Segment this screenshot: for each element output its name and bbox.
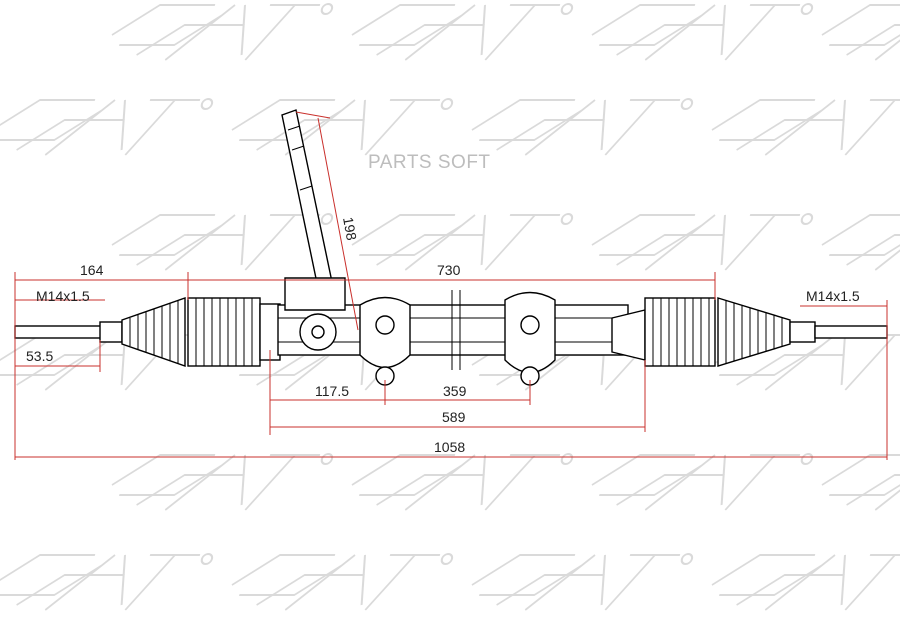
- dim-117-5-label: 117.5: [315, 383, 349, 399]
- dim-730-label: 730: [437, 262, 461, 278]
- mount-bracket-left: [359, 296, 411, 386]
- dimension-labels: 164 730 198 M14x1.5 M14x1.5 53.5 117.5 3…: [26, 216, 860, 455]
- dim-53-5-label: 53.5: [26, 348, 53, 364]
- right-outer-boot: [717, 297, 791, 367]
- brand-watermark: PARTS SOFT: [368, 152, 491, 173]
- input-shaft: [281, 109, 346, 351]
- right-end-cover: [611, 309, 646, 361]
- dim-359-label: 359: [443, 383, 467, 399]
- right-inner-boot: [644, 297, 716, 367]
- dim-198-label: 198: [340, 216, 360, 242]
- dim-589-label: 589: [442, 409, 466, 425]
- left-outer-boot: [121, 297, 186, 367]
- dimension-lines: [14, 111, 888, 460]
- steering-rack: [14, 109, 888, 386]
- left-tie-rod: [14, 325, 106, 339]
- left-inner-joint: [99, 321, 123, 343]
- dim-164-label: 164: [80, 262, 104, 278]
- left-inner-boot: [187, 297, 261, 367]
- thread-left-label: M14x1.5: [36, 288, 90, 304]
- right-tie-rod: [814, 325, 888, 339]
- dim-1058-label: 1058: [434, 439, 465, 455]
- thread-right-label: M14x1.5: [806, 288, 860, 304]
- right-inner-joint: [789, 321, 816, 343]
- mount-bracket-right: [504, 291, 556, 386]
